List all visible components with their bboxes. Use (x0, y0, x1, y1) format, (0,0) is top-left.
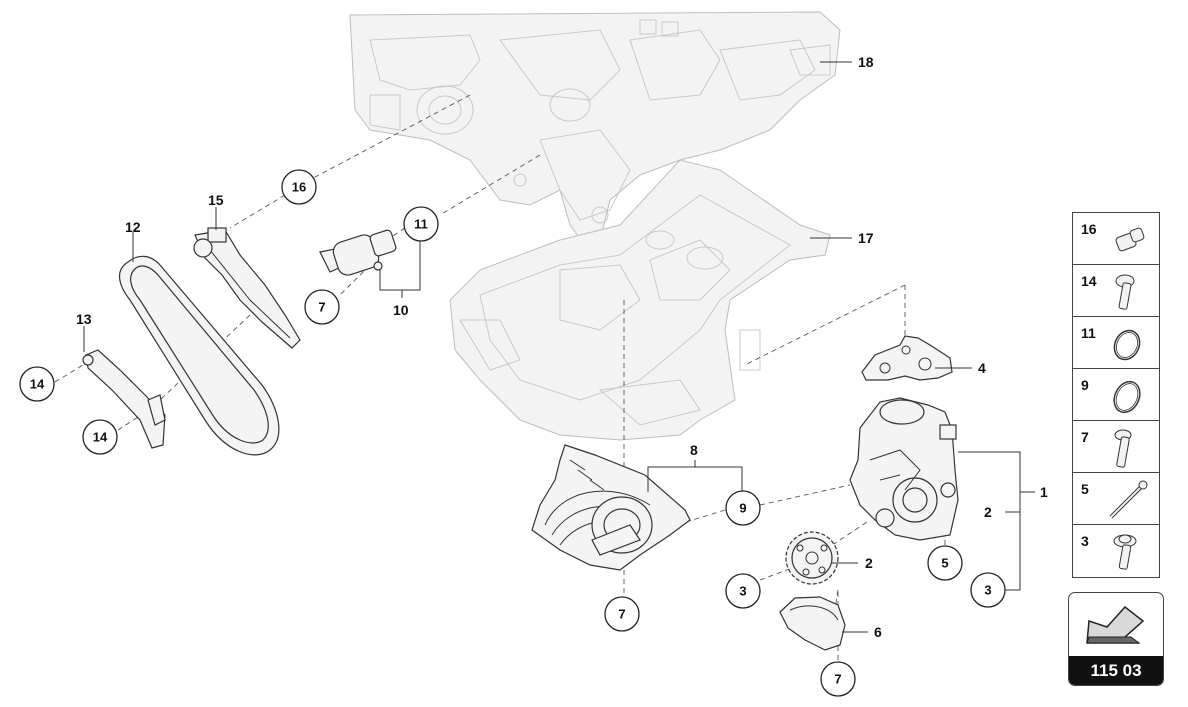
legend-row-7: 7 (1073, 421, 1159, 473)
sprocket (785, 531, 839, 585)
svg-text:16: 16 (292, 180, 306, 195)
svg-text:5: 5 (941, 556, 948, 571)
circle-callout-7-strainer: 7 (604, 596, 640, 632)
callout-1: 1 (1040, 484, 1048, 500)
legend-row-11: 11 (1073, 317, 1159, 369)
arrow-icon (1086, 605, 1145, 644)
svg-text:7: 7 (618, 607, 625, 622)
oil-strainer (531, 444, 691, 571)
legend-number: 3 (1081, 533, 1089, 549)
circle-callout-16: 16 (281, 169, 317, 205)
circle-callout-5: 5 (927, 545, 963, 581)
o-ring-icon (1113, 329, 1141, 361)
callout-15: 15 (208, 192, 224, 208)
timing-chain (119, 255, 280, 456)
torx-bolt-icon (1115, 274, 1135, 310)
callout-12: 12 (125, 219, 141, 235)
callout-numbers: 18 17 4 1 2 2 6 8 10 12 13 15 (76, 54, 1048, 640)
legend-number: 5 (1081, 481, 1089, 497)
callout-10: 10 (393, 302, 409, 318)
circle-callout-14-upper: 14 (19, 366, 55, 402)
parts-legend: 16 14 11 9 7 5 (1072, 212, 1160, 578)
sleeve-icon (1115, 227, 1145, 252)
engine-block (349, 11, 841, 246)
legend-row-14: 14 (1073, 265, 1159, 317)
bolt-icon (1114, 429, 1132, 468)
svg-text:9: 9 (739, 501, 746, 516)
sprocket-cover (779, 596, 846, 651)
oil-pump (849, 397, 959, 541)
page-code: 115 03 (1069, 656, 1163, 685)
flange-bolt-icon (1113, 534, 1137, 570)
long-bolt-icon (1109, 480, 1148, 519)
legend-number: 11 (1081, 325, 1096, 341)
svg-text:7: 7 (834, 672, 841, 687)
callout-13: 13 (76, 311, 92, 327)
callout-2-sprocket: 2 (865, 555, 873, 571)
callout-18: 18 (858, 54, 874, 70)
leader-lines (83, 61, 1035, 633)
svg-text:3: 3 (984, 583, 991, 598)
chain-guide (193, 227, 301, 349)
legend-row-5: 5 (1073, 473, 1159, 525)
o-ring-icon (1113, 380, 1141, 414)
legend-number: 7 (1081, 429, 1089, 445)
circle-callout-14-lower: 14 (82, 419, 118, 455)
circle-callout-7-valve: 7 (304, 289, 340, 325)
circle-callout-7-cover: 7 (820, 661, 856, 697)
oil-pan (449, 159, 831, 441)
legend-row-16: 16 (1073, 213, 1159, 265)
circled-callouts: 16 11 7 14 14 9 5 3 3 7 7 (19, 169, 1006, 697)
callout-17: 17 (858, 230, 874, 246)
svg-text:7: 7 (318, 300, 325, 315)
circle-callout-3-pump: 3 (970, 572, 1006, 608)
page-badge: 115 03 (1068, 592, 1164, 686)
gasket (861, 335, 953, 381)
svg-text:11: 11 (414, 217, 428, 232)
circle-callout-11: 11 (403, 206, 439, 242)
legend-number: 14 (1081, 273, 1097, 289)
control-valve (319, 229, 397, 276)
callout-4: 4 (978, 360, 986, 376)
callout-8: 8 (690, 442, 698, 458)
legend-row-9: 9 (1073, 369, 1159, 421)
svg-text:14: 14 (93, 430, 108, 445)
callout-2-pump: 2 (984, 504, 992, 520)
legend-row-3: 3 (1073, 525, 1159, 577)
svg-text:3: 3 (739, 584, 746, 599)
legend-number: 16 (1081, 221, 1097, 237)
svg-text:14: 14 (30, 377, 45, 392)
circle-callout-9: 9 (725, 490, 761, 526)
callout-6: 6 (874, 624, 882, 640)
circle-callout-3-sprocket: 3 (725, 573, 761, 609)
legend-number: 9 (1081, 377, 1089, 393)
tensioner-rail (82, 349, 166, 449)
